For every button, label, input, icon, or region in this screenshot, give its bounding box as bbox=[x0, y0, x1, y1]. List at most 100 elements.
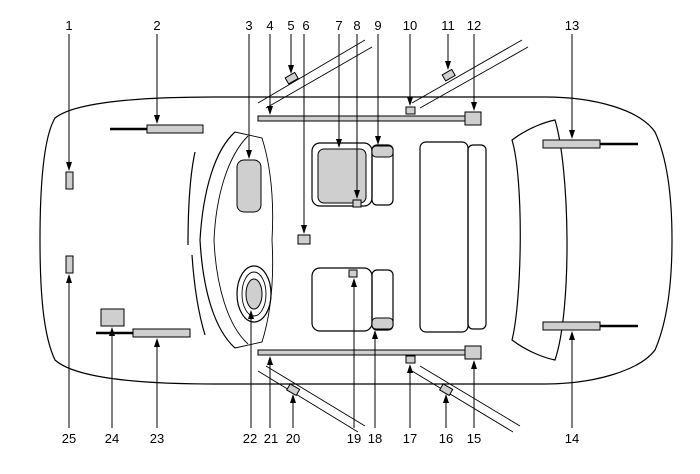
arrow-5 bbox=[288, 65, 294, 74]
callout-17: 17 bbox=[403, 431, 417, 446]
arrow-6 bbox=[301, 225, 307, 234]
rear-seat bbox=[419, 141, 487, 333]
right-seat-cushion bbox=[311, 267, 373, 332]
component-6 bbox=[297, 234, 311, 245]
component-14 bbox=[542, 321, 601, 331]
component-24 bbox=[100, 308, 125, 327]
callout-16: 16 bbox=[439, 431, 453, 446]
callout-19: 19 bbox=[347, 431, 361, 446]
steering-wheel bbox=[236, 265, 272, 323]
rear-seat-back bbox=[467, 144, 487, 330]
left-seat-back bbox=[371, 144, 394, 206]
callout-5: 5 bbox=[287, 18, 294, 33]
wiper-upper bbox=[187, 151, 196, 246]
arrow-21 bbox=[267, 356, 273, 365]
door-front-lower-a bbox=[257, 370, 359, 433]
rear-window bbox=[511, 119, 568, 361]
arrow-1 bbox=[66, 162, 72, 171]
doors bbox=[257, 39, 529, 433]
callout-12: 12 bbox=[467, 18, 481, 33]
body-outline bbox=[39, 96, 673, 385]
windshield-inner bbox=[213, 135, 249, 345]
callout-23: 23 bbox=[150, 431, 164, 446]
arrow-12 bbox=[471, 102, 477, 111]
callout-13: 13 bbox=[565, 18, 579, 33]
callout-1: 1 bbox=[65, 18, 72, 33]
callout-21: 21 bbox=[264, 431, 278, 446]
wiper-lower bbox=[191, 254, 206, 336]
callout-labels-top: 1 2 3 4 5 6 7 8 9 10 11 12 13 bbox=[65, 18, 579, 33]
component-3 bbox=[236, 159, 262, 213]
arrow-19 bbox=[351, 278, 357, 287]
component-10 bbox=[405, 106, 416, 115]
callout-10: 10 bbox=[403, 18, 417, 33]
right-seat-back bbox=[371, 269, 394, 331]
steering-wheel-hub bbox=[241, 271, 267, 317]
component-25 bbox=[65, 255, 74, 274]
component-12 bbox=[464, 111, 482, 126]
callout-20: 20 bbox=[286, 431, 300, 446]
windshield bbox=[187, 131, 274, 349]
callout-2: 2 bbox=[153, 18, 160, 33]
component-15 bbox=[464, 345, 482, 360]
arrow-23 bbox=[154, 338, 160, 347]
callout-14: 14 bbox=[565, 431, 579, 446]
arrow-16 bbox=[443, 394, 449, 403]
arrow-10 bbox=[407, 97, 413, 106]
arrow-2 bbox=[154, 115, 160, 124]
callout-3: 3 bbox=[245, 18, 252, 33]
callout-6: 6 bbox=[302, 18, 309, 33]
component-8 bbox=[352, 199, 362, 208]
component-1 bbox=[65, 171, 74, 190]
arrow-7 bbox=[336, 139, 342, 148]
leader-lines bbox=[66, 34, 575, 428]
door-rear-lower-b bbox=[419, 365, 521, 427]
callout-11: 11 bbox=[441, 18, 455, 33]
windshield-outer bbox=[199, 131, 236, 349]
component-11 bbox=[441, 68, 456, 82]
component-22 bbox=[245, 278, 263, 310]
front-seat-right bbox=[311, 267, 394, 332]
callout-22: 22 bbox=[243, 431, 257, 446]
component-9 bbox=[371, 145, 394, 158]
harness-wires bbox=[96, 127, 638, 335]
door-front-upper-a bbox=[257, 39, 366, 104]
front-seat-left bbox=[311, 142, 394, 207]
vehicle-body bbox=[39, 96, 673, 385]
door-rear-lower-a bbox=[411, 370, 514, 433]
rear-window-shape bbox=[511, 119, 568, 361]
component-16 bbox=[438, 383, 454, 397]
arrow-8 bbox=[354, 190, 360, 199]
component-18 bbox=[371, 317, 394, 330]
arrow-20 bbox=[290, 394, 296, 403]
arrow-24 bbox=[109, 327, 115, 336]
arrow-9 bbox=[375, 136, 381, 145]
arrow-3 bbox=[246, 150, 252, 159]
component-13 bbox=[542, 139, 601, 149]
callout-18: 18 bbox=[368, 431, 382, 446]
callout-15: 15 bbox=[467, 431, 481, 446]
component-20 bbox=[285, 383, 301, 397]
rear-seat-cushion bbox=[419, 141, 469, 333]
component-23 bbox=[132, 328, 191, 338]
callout-4: 4 bbox=[266, 18, 273, 33]
arrow-11 bbox=[445, 61, 451, 70]
component-19 bbox=[348, 269, 358, 278]
component-5 bbox=[284, 71, 299, 85]
component-7 bbox=[317, 148, 367, 204]
component-17 bbox=[405, 355, 416, 364]
door-rear-upper-a bbox=[411, 39, 523, 104]
component-2 bbox=[146, 124, 204, 134]
arrow-14 bbox=[569, 331, 575, 340]
callout-24: 24 bbox=[105, 431, 119, 446]
arrow-18 bbox=[372, 330, 378, 339]
components bbox=[65, 68, 601, 397]
arrow-25 bbox=[66, 274, 72, 283]
callout-9: 9 bbox=[374, 18, 381, 33]
arrow-4 bbox=[267, 106, 273, 115]
dash-edge bbox=[234, 131, 274, 349]
arrow-13 bbox=[569, 130, 575, 139]
arrow-22 bbox=[248, 310, 254, 319]
callout-25: 25 bbox=[62, 431, 76, 446]
